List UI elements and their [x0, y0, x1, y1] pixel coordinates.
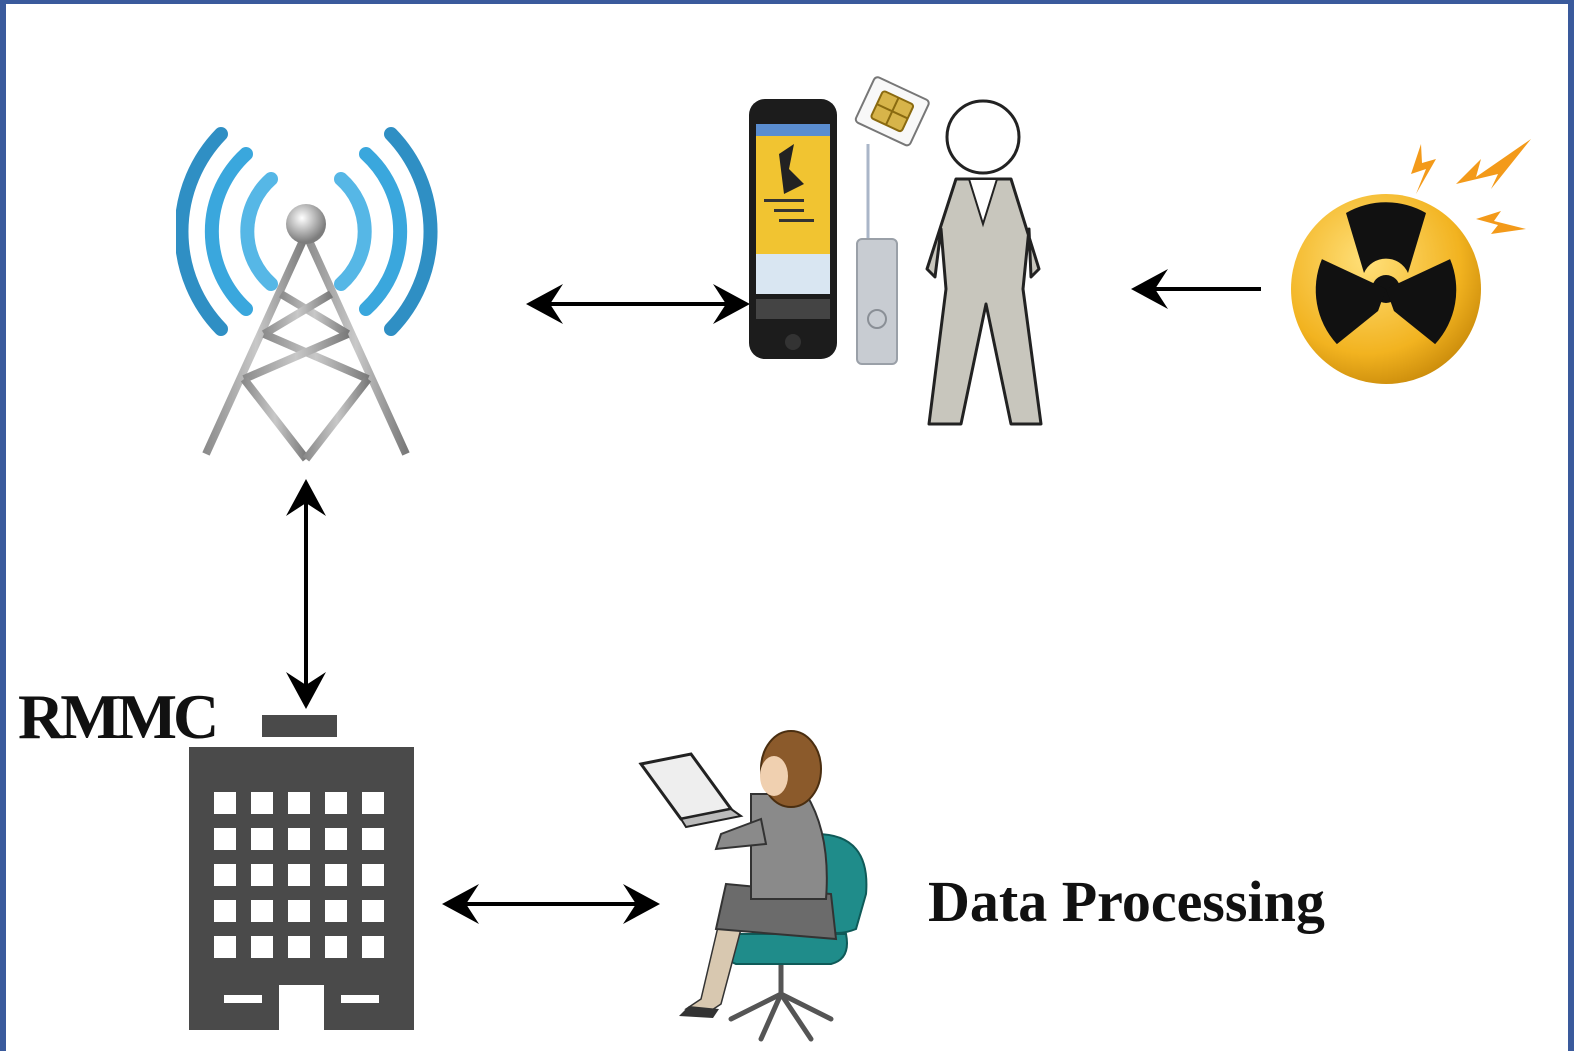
diagram-canvas: RMMC: [6, 4, 1568, 1051]
arrow-radiation-person: [1131, 269, 1261, 309]
arrow-building-analyst: [442, 884, 660, 924]
data-processing-label: Data Processing: [928, 869, 1325, 934]
smartphone-icon: [749, 99, 837, 359]
radiation-icon: [1291, 139, 1531, 384]
office-building-icon: [189, 715, 414, 1030]
arrow-tower-building: [286, 479, 326, 709]
sim-card-icon: [854, 76, 930, 147]
person-icon: [925, 99, 1043, 426]
analyst-at-laptop-icon: [638, 730, 868, 1042]
arrow-tower-phone: [526, 284, 750, 324]
dosimeter-icon: [856, 144, 898, 365]
cell-tower-icon: [176, 127, 438, 462]
rmmc-label: RMMC: [18, 681, 219, 752]
